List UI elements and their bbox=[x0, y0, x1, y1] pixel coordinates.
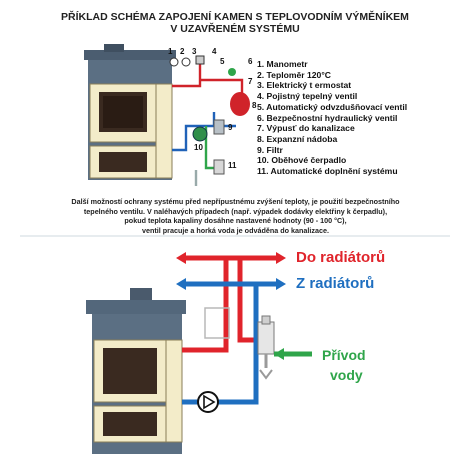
legend-item: 8. Expanzní nádoba bbox=[257, 133, 338, 144]
callout-8: 8 bbox=[252, 101, 257, 110]
auto-fill-icon bbox=[213, 159, 225, 175]
safety-valve-icon bbox=[257, 321, 275, 355]
hot-pipe-to-tank bbox=[200, 78, 244, 96]
legend-item: 3. Elektrický t ermostat bbox=[257, 80, 352, 91]
label-supply-line1: Přívod bbox=[322, 347, 366, 363]
legend-item: 9. Filtr bbox=[257, 144, 283, 155]
manometer-icon bbox=[169, 57, 179, 67]
stove-ash-door bbox=[99, 152, 147, 172]
stove-chimney-bottom bbox=[130, 288, 152, 300]
thermostat-icon bbox=[195, 55, 205, 65]
stove-top bbox=[84, 44, 176, 180]
stove-fire bbox=[103, 96, 143, 128]
callout-1: 1 bbox=[168, 47, 173, 56]
drain-funnel-icon bbox=[259, 369, 273, 380]
pump-icon bbox=[192, 126, 208, 142]
callout-2: 2 bbox=[180, 47, 185, 56]
hot-pipe bbox=[172, 62, 202, 88]
circulation-pump-icon bbox=[197, 391, 219, 413]
stove-glass-bottom bbox=[103, 348, 157, 394]
stove-chimney bbox=[104, 44, 124, 52]
arrow-right-blue bbox=[276, 278, 286, 290]
stove-side-bottom bbox=[165, 339, 183, 443]
callout-3: 3 bbox=[192, 47, 197, 56]
note-line: Další možností ochrany systému před nepř… bbox=[71, 197, 400, 206]
legend-item: 5. Automatický odvzdušňovací ventil bbox=[257, 101, 408, 112]
diagram-title: PŘÍKLAD SCHÉMA ZAPOJENÍ KAMEN S TEPLOVOD… bbox=[50, 11, 420, 35]
stove-top-bottom bbox=[86, 300, 186, 314]
valve-bracket bbox=[204, 307, 230, 339]
legend-list: 1. Manometr 2. Teploměr 120°C 3. Elektri… bbox=[257, 59, 407, 177]
arrow-left-green bbox=[274, 348, 284, 360]
callout-4: 4 bbox=[212, 47, 217, 56]
stove-ash-bottom bbox=[103, 412, 157, 436]
valve-cap bbox=[261, 315, 271, 325]
callout-9: 9 bbox=[228, 123, 233, 132]
legend-item: 4. Pojistný tepelný ventil bbox=[257, 91, 358, 102]
legend-item: 1. Manometr bbox=[257, 59, 308, 69]
legend-item: 6. Bezpečnostní hydraulický ventil bbox=[257, 112, 398, 123]
note-line: ventil pracuje a horká voda je odváděna … bbox=[142, 225, 329, 235]
filter-icon bbox=[213, 119, 225, 135]
pump-arrow-icon bbox=[203, 394, 216, 410]
legend-item: 11. Automatické doplnění systému bbox=[257, 166, 398, 177]
callout-7: 7 bbox=[248, 77, 253, 86]
label-from-radiators: Z radiátorů bbox=[296, 275, 374, 292]
thermometer-icon bbox=[181, 57, 191, 67]
callout-5: 5 bbox=[220, 57, 225, 66]
legend-item: 10. Oběhové čerpadlo bbox=[257, 155, 347, 166]
stove-bottom bbox=[86, 288, 186, 454]
note-paragraph: Další možností ochrany systému před nepř… bbox=[58, 197, 413, 235]
stove-top-cap bbox=[84, 50, 176, 60]
title-line-2: V UZAVŘENÉM SYSTÉMU bbox=[170, 23, 300, 35]
stove-side-tile bbox=[155, 83, 173, 179]
label-supply-line2: vody bbox=[330, 367, 363, 383]
arrow-left-red bbox=[176, 252, 186, 264]
return-pipe bbox=[172, 112, 216, 152]
label-to-radiators: Do radiátorů bbox=[296, 249, 385, 266]
callout-6: 6 bbox=[248, 57, 253, 66]
legend-item: 2. Teploměr 120°C bbox=[257, 69, 331, 80]
note-line: pokud teplota kapaliny dosáhne nastavené… bbox=[124, 216, 347, 226]
callout-11: 11 bbox=[228, 161, 237, 170]
arrow-left-blue bbox=[176, 278, 186, 290]
hot-line-path bbox=[182, 255, 278, 353]
title-line-1: PŘÍKLAD SCHÉMA ZAPOJENÍ KAMEN S TEPLOVOD… bbox=[61, 11, 409, 23]
legend-item: 7. Výpusť do kanalizace bbox=[257, 123, 355, 134]
relief-valve-icon bbox=[228, 68, 236, 76]
note-line: tepelného ventilu. V naléhavých případec… bbox=[83, 206, 388, 216]
expansion-tank-icon bbox=[230, 92, 250, 116]
callout-10: 10 bbox=[194, 143, 203, 152]
arrow-right-red bbox=[276, 252, 286, 264]
